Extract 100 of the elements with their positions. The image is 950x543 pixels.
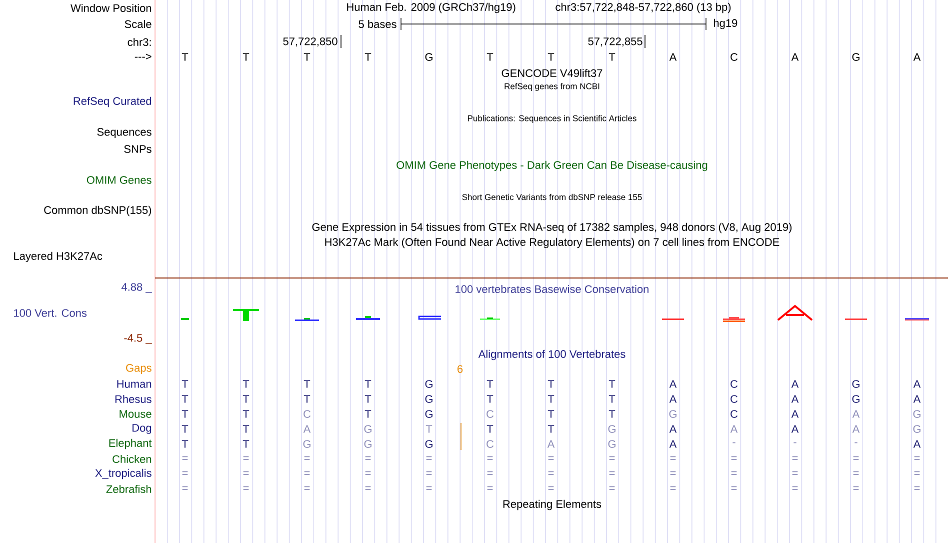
alignment-base: A xyxy=(913,395,921,403)
alignment-base: A xyxy=(913,440,921,448)
base-letter: T xyxy=(364,53,372,61)
alignment-base: G xyxy=(852,380,860,388)
base-letter: G xyxy=(425,53,432,61)
alignment-base: A xyxy=(669,380,677,388)
alignment-base: T xyxy=(548,410,554,418)
alignment-base: = xyxy=(243,486,249,490)
alignment-base: T xyxy=(182,395,188,403)
base-letter: T xyxy=(242,53,250,61)
alignment-base: = xyxy=(243,456,249,460)
alignment-base: A xyxy=(791,380,799,388)
alignment-base: = xyxy=(792,456,798,460)
alignment-base: = xyxy=(853,471,859,475)
track-label: Common dbSNP(155) xyxy=(44,206,152,216)
species-label: Mouse xyxy=(120,410,152,418)
alignment-base: T xyxy=(608,410,616,418)
track-title: Repeating Elements xyxy=(503,500,602,510)
alignment-base: = xyxy=(792,471,798,475)
base-letter: C xyxy=(730,53,738,61)
alignment-base: A xyxy=(303,425,311,433)
track-title: Publications: Sequences in Scientific Articles xyxy=(468,115,636,123)
alignment-base: G xyxy=(425,440,432,448)
base-letter: T xyxy=(608,53,616,61)
alignment-base: C xyxy=(730,410,738,418)
alignment-base: = xyxy=(487,471,493,475)
axis-label: 4.88 _ xyxy=(121,283,152,293)
alignment-base: A xyxy=(669,440,677,448)
alignment-base: = xyxy=(487,486,493,490)
alignment-base: C xyxy=(730,380,738,388)
alignment-base: = xyxy=(182,486,188,490)
alignment-base: G xyxy=(608,425,616,433)
alignment-base: T xyxy=(486,395,494,403)
alignment-base: C xyxy=(486,410,494,418)
alignment-base: A xyxy=(852,410,860,418)
position-label: chr3:57,722,848-57,722,860 (13 bp) xyxy=(556,2,731,14)
track-label: ---> xyxy=(134,54,152,60)
track-label: chr3: xyxy=(128,38,151,46)
alignment-base: T xyxy=(608,380,616,388)
track-label: Layered H3K27Ac xyxy=(14,252,102,262)
track-title: Alignments of 100 Vertebrates xyxy=(478,350,626,360)
alignment-base: = xyxy=(914,456,920,460)
alignment-base: T xyxy=(548,395,554,403)
axis-label: -4.5 _ xyxy=(124,334,152,344)
alignment-base: T xyxy=(548,425,554,433)
alignment-base: A xyxy=(791,395,799,403)
base-letter: G xyxy=(852,53,860,61)
track-title: Gene Expression in 54 tissues from GTEx RNA-seq of 17382 samples, 948 donors (V8, Aug 2019) xyxy=(312,222,792,234)
coordinate-label: 57,722,855 xyxy=(588,37,642,47)
track-label: Gaps xyxy=(126,364,152,374)
alignment-base: G xyxy=(913,425,920,433)
alignment-base: T xyxy=(304,395,310,403)
alignment-base: G xyxy=(425,410,432,418)
alignment-base: T xyxy=(608,395,616,403)
alignment-base: G xyxy=(669,410,676,418)
alignment-base: C xyxy=(730,395,738,403)
scale-label: hg19 xyxy=(714,18,738,30)
alignment-base: T xyxy=(182,410,188,418)
track-title: GENCODE V49lift37 xyxy=(502,68,602,78)
species-label: Elephant xyxy=(109,438,152,450)
alignment-base: A xyxy=(791,410,799,418)
alignment-base: T xyxy=(548,380,554,388)
base-letter: A xyxy=(669,53,677,61)
alignment-base: = xyxy=(548,471,554,475)
alignment-base: G xyxy=(608,440,616,448)
alignment-base: = xyxy=(487,456,493,460)
alignment-base: = xyxy=(731,456,737,460)
alignment-base: A xyxy=(852,425,860,433)
alignment-base: T xyxy=(242,425,250,433)
alignment-base: - xyxy=(732,442,736,444)
base-letter: A xyxy=(913,53,921,61)
species-label: Human xyxy=(117,380,152,388)
alignment-base: = xyxy=(548,456,554,460)
base-letter: T xyxy=(486,53,494,61)
alignment-base: A xyxy=(547,440,555,448)
species-label: X_tropicalis xyxy=(95,468,152,480)
alignment-base: = xyxy=(365,456,371,460)
alignment-base: = xyxy=(853,486,859,490)
alignment-base: = xyxy=(609,486,615,490)
track-label: Sequences xyxy=(97,128,152,138)
track-label: Window Position xyxy=(70,4,152,12)
track-label: SNPs xyxy=(124,145,152,153)
alignment-base: G xyxy=(852,395,860,403)
alignment-base: T xyxy=(364,395,372,403)
alignment-base: = xyxy=(609,471,615,475)
base-letter: A xyxy=(791,53,799,61)
alignment-base: = xyxy=(243,471,249,475)
alignment-base: T xyxy=(242,395,250,403)
alignment-base: = xyxy=(426,486,432,490)
track-title: Short Genetic Variants from dbSNP release 155 xyxy=(462,194,642,200)
track-title: RefSeq genes from NCBI xyxy=(504,83,600,91)
track-label: 100 Vert. Cons xyxy=(14,309,87,317)
alignment-base: = xyxy=(304,456,310,460)
alignment-base: C xyxy=(486,440,494,448)
alignment-base: = xyxy=(914,471,920,475)
position-label: Human Feb. 2009 (GRCh37/hg19) xyxy=(347,2,516,14)
alignment-base: G xyxy=(303,440,310,448)
alignment-base: = xyxy=(731,471,737,475)
track-label: RefSeq Curated xyxy=(74,96,152,108)
alignment-base: = xyxy=(304,471,310,475)
